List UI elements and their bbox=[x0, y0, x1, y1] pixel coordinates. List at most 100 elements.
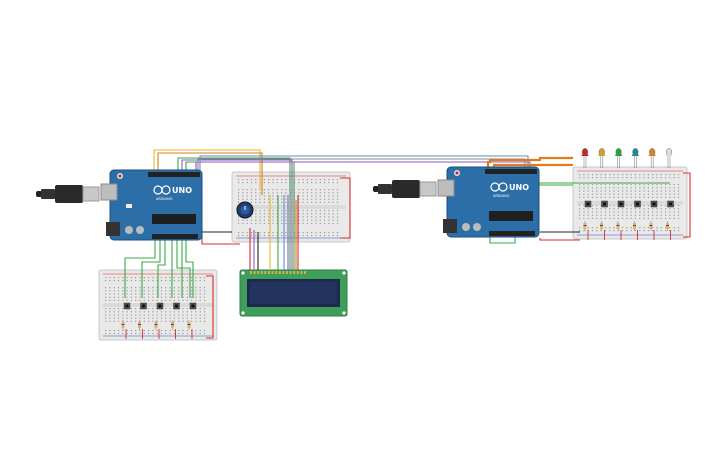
usb-cable-left[interactable] bbox=[36, 185, 100, 203]
breadboard-hole bbox=[135, 299, 137, 301]
pushbutton[interactable] bbox=[584, 200, 592, 208]
pushbutton[interactable] bbox=[123, 302, 131, 310]
breadboard-hole bbox=[652, 193, 654, 195]
breadboard-hole bbox=[617, 174, 619, 176]
led-white[interactable] bbox=[665, 148, 673, 168]
breadboard-hole bbox=[122, 280, 124, 282]
pushbutton[interactable] bbox=[634, 200, 641, 208]
breadboard-hole bbox=[178, 290, 180, 292]
breadboard-hole-grid bbox=[105, 174, 680, 335]
breadboard-hole bbox=[328, 198, 330, 200]
pushbutton[interactable] bbox=[156, 302, 164, 310]
breadboard-hole bbox=[135, 330, 137, 332]
pushbutton[interactable] bbox=[601, 200, 608, 208]
breadboard-hole bbox=[143, 293, 145, 295]
breadboard-hole bbox=[315, 213, 317, 215]
breadboard-hole bbox=[315, 182, 317, 184]
breadboard-hole bbox=[276, 198, 278, 200]
pushbutton[interactable] bbox=[617, 200, 625, 208]
breadboard-hole bbox=[199, 308, 201, 310]
breadboard-hole bbox=[656, 196, 658, 198]
breadboard-hole bbox=[315, 179, 317, 181]
pushbutton[interactable] bbox=[667, 200, 674, 208]
lcd-16x2[interactable] bbox=[239, 269, 348, 317]
breadboard-hole bbox=[669, 208, 671, 210]
breadboard-hole bbox=[306, 232, 308, 234]
lcd-pin bbox=[268, 271, 270, 274]
led-yellow[interactable] bbox=[598, 148, 606, 168]
breadboard-hole bbox=[609, 196, 611, 198]
breadboard-hole bbox=[276, 235, 278, 237]
breadboard-hole bbox=[105, 311, 107, 313]
pushbuttons-right[interactable] bbox=[584, 200, 674, 208]
breadboard-hole bbox=[302, 219, 304, 221]
breadboard-hole bbox=[647, 208, 649, 210]
breadboard-hole bbox=[109, 296, 111, 298]
pushbutton[interactable] bbox=[650, 200, 658, 208]
breadboard-hole bbox=[302, 232, 304, 234]
breadboard-hole bbox=[643, 230, 645, 232]
breadboard-hole bbox=[336, 235, 339, 237]
breadboard-hole bbox=[600, 193, 602, 195]
breadboard-hole bbox=[630, 177, 632, 179]
breadboard-hole bbox=[250, 198, 253, 200]
pushbutton[interactable] bbox=[140, 302, 147, 310]
breadboard-hole bbox=[609, 217, 611, 219]
usb-cable-right[interactable] bbox=[373, 180, 437, 198]
breadboard-hole bbox=[199, 320, 201, 322]
breadboard-hole bbox=[182, 308, 184, 310]
breadboard-hole bbox=[630, 205, 632, 207]
potentiometer[interactable] bbox=[236, 201, 254, 219]
breadboard-hole bbox=[328, 189, 330, 191]
breadboard-hole bbox=[105, 287, 107, 289]
breadboard-hole bbox=[604, 177, 606, 179]
arduino-uno-right[interactable]: UNO ARDUINO bbox=[437, 166, 540, 238]
breadboard-hole bbox=[622, 196, 624, 198]
breadboard-hole bbox=[148, 293, 150, 295]
breadboard-hole bbox=[660, 177, 662, 179]
lcd-pin bbox=[264, 271, 267, 274]
breadboard-hole bbox=[626, 230, 628, 232]
wires[interactable] bbox=[124, 149, 691, 339]
breadboard-hole bbox=[268, 179, 270, 181]
breadboard-hole bbox=[660, 174, 662, 176]
led-green[interactable] bbox=[615, 148, 622, 168]
breadboard-hole bbox=[165, 299, 167, 301]
breadboard-hole bbox=[324, 195, 326, 197]
breadboard-hole bbox=[259, 210, 261, 212]
breadboard-hole bbox=[604, 227, 606, 229]
led-orange[interactable] bbox=[648, 148, 656, 168]
breadboard-hole bbox=[609, 184, 611, 186]
breadboard-hole bbox=[336, 182, 339, 184]
breadboard-hole bbox=[109, 280, 111, 282]
pushbuttons-left[interactable] bbox=[123, 302, 197, 310]
breadboard-hole bbox=[182, 330, 184, 332]
breadboard-hole bbox=[617, 230, 619, 232]
breadboard-hole bbox=[613, 174, 615, 176]
breadboard-hole bbox=[182, 290, 184, 292]
breadboard-hole bbox=[311, 235, 313, 237]
breadboard-hole bbox=[160, 330, 163, 332]
breadboard-hole bbox=[673, 193, 675, 195]
breadboard-hole bbox=[652, 227, 654, 229]
pushbutton[interactable] bbox=[189, 302, 197, 310]
breadboard-hole bbox=[600, 190, 602, 192]
breadboard-hole bbox=[272, 198, 274, 200]
breadboard-hole bbox=[160, 311, 163, 313]
breadboard-hole bbox=[656, 177, 658, 179]
breadboard-hole bbox=[596, 190, 598, 192]
breadboard-hole bbox=[105, 296, 107, 298]
breadboard-hole bbox=[285, 195, 287, 197]
breadboard-hole bbox=[250, 219, 253, 221]
resistor bbox=[583, 221, 589, 240]
breadboard-hole bbox=[630, 187, 632, 189]
led-red[interactable] bbox=[581, 148, 589, 168]
breadboard-hole bbox=[324, 235, 326, 237]
led-teal[interactable] bbox=[632, 148, 639, 168]
pushbutton[interactable] bbox=[173, 302, 180, 310]
arduino-uno-left[interactable]: UNO ARDUINO bbox=[100, 169, 203, 241]
breadboard-hole bbox=[613, 214, 615, 216]
breadboard-hole bbox=[311, 222, 313, 224]
led-row[interactable] bbox=[581, 148, 673, 168]
